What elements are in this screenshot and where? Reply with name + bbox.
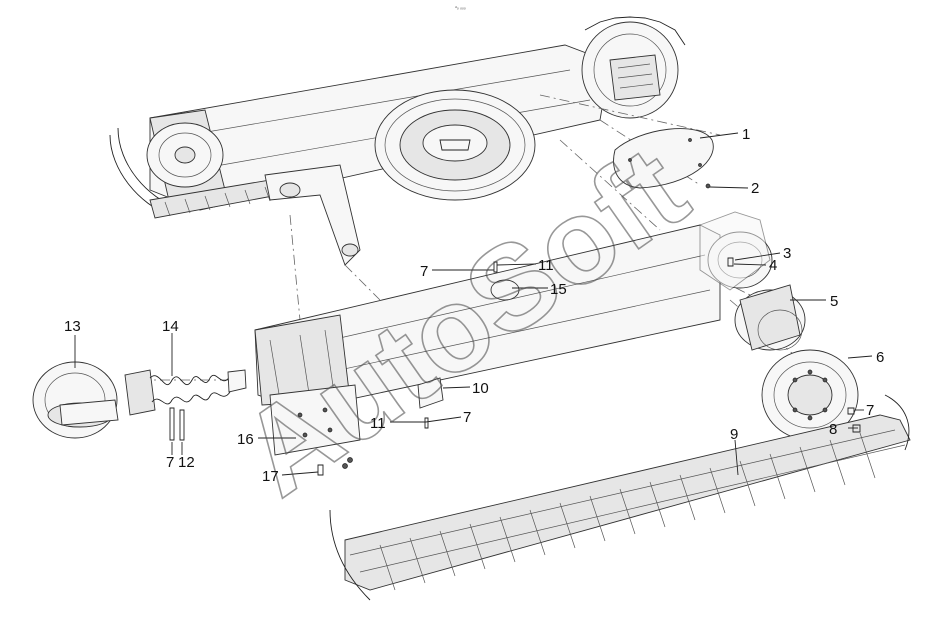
top-mark: ᵊₒ ₒₒₒ (455, 5, 466, 11)
recoil-spring (124, 369, 247, 416)
callout-5: 5 (830, 293, 838, 310)
idler-wheel (32, 361, 119, 439)
callout-labels: 1 2 3 4 5 6 7 7 7 7 8 9 10 11 11 12 13 1… (64, 126, 884, 485)
callout-16: 16 (237, 431, 254, 448)
callout-15: 15 (550, 281, 567, 298)
callout-6: 6 (876, 349, 884, 366)
callout-14: 14 (162, 318, 179, 335)
travel-motor (734, 284, 806, 351)
callout-3: 3 (783, 245, 791, 262)
callout-2: 2 (751, 180, 759, 197)
callout-7-d: 7 (166, 454, 174, 471)
callout-1: 1 (742, 126, 750, 143)
callout-7-b: 7 (463, 409, 471, 426)
hardware-bolts (169, 183, 861, 476)
callout-7-c: 7 (866, 402, 874, 419)
upper-track-frame (109, 16, 686, 266)
callout-11-b: 11 (370, 415, 386, 432)
track-chain (329, 394, 911, 601)
callout-8: 8 (829, 421, 837, 438)
cover-plate (613, 128, 714, 189)
callout-13: 13 (64, 318, 81, 335)
callout-7-a: 7 (420, 263, 428, 280)
callout-11-a: 11 (538, 257, 554, 274)
callout-4: 4 (769, 257, 777, 274)
lower-track-frame (254, 211, 773, 456)
leader-lines (74, 132, 873, 476)
callout-10: 10 (472, 380, 489, 397)
callout-9: 9 (730, 426, 738, 443)
sprocket (761, 349, 859, 441)
callout-17: 17 (262, 468, 279, 485)
callout-12: 12 (178, 454, 195, 471)
